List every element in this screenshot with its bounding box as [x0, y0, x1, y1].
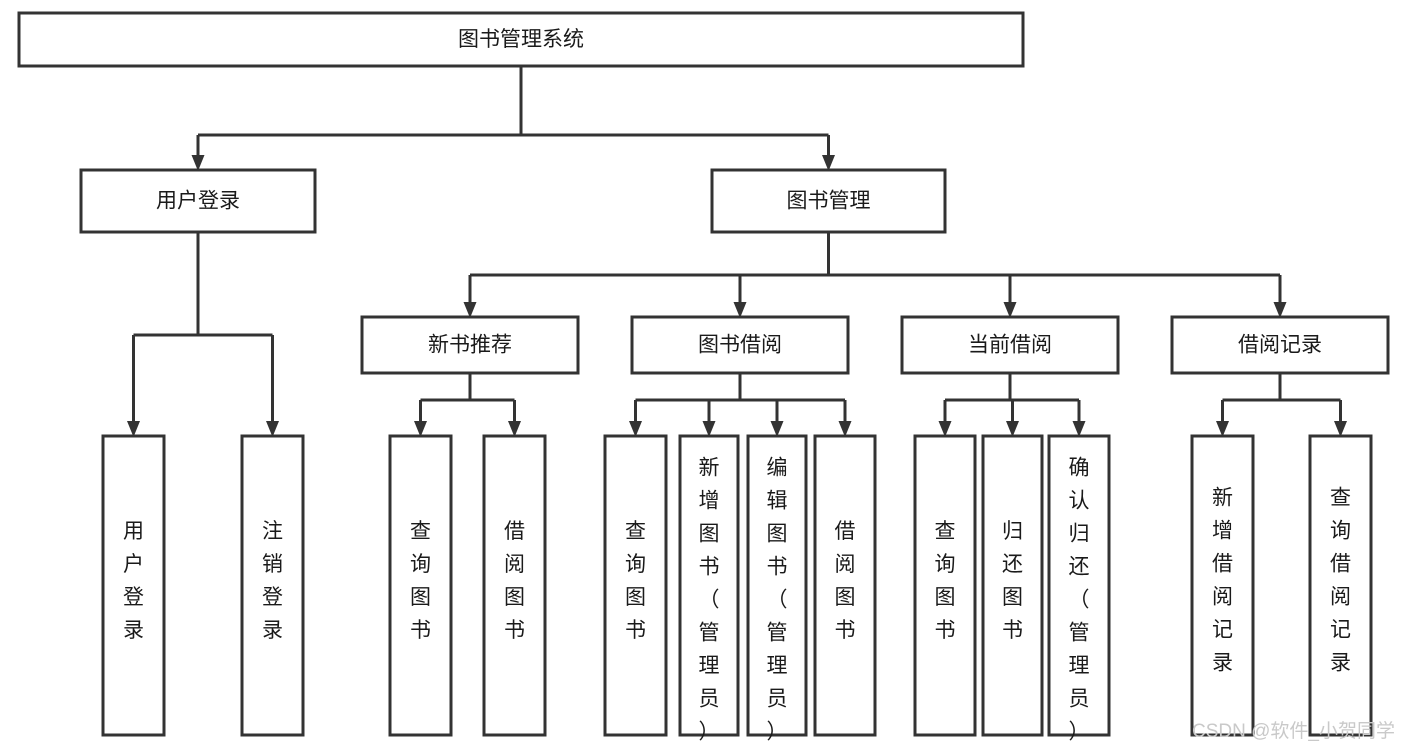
arrow-head-icon — [733, 302, 747, 318]
node-label: 用户登录 — [156, 190, 240, 213]
node-current-borrow[interactable]: 当前借阅 — [900, 315, 1120, 375]
node-box[interactable] — [603, 434, 668, 737]
node-label: 借阅图书 — [835, 520, 856, 642]
node-label: 新增图书（管理员） — [699, 457, 720, 744]
node-root[interactable]: 图书管理系统 — [17, 11, 1025, 68]
node-box[interactable] — [79, 168, 317, 234]
node-box[interactable] — [813, 434, 877, 737]
node-box[interactable] — [913, 434, 977, 737]
arrow-head-icon — [822, 155, 835, 171]
node-box[interactable] — [1170, 315, 1390, 375]
node-label: 查询图书 — [410, 520, 431, 642]
node-user-login[interactable]: 用户登录 — [79, 168, 317, 234]
node-label: 新增借阅记录 — [1212, 487, 1233, 675]
node-label: 用户登录 — [123, 520, 144, 642]
node-label: 当前借阅 — [968, 334, 1052, 357]
node-label: 确认归还（管理员） — [1069, 457, 1090, 744]
node-leaf-add-record[interactable]: 新增借阅记录 — [1190, 434, 1255, 737]
node-leaf-add-book[interactable]: 新增图书（管理员） — [678, 434, 740, 744]
node-box[interactable] — [360, 315, 580, 375]
arrow-head-icon — [938, 421, 952, 437]
arrow-head-icon — [1003, 302, 1017, 318]
node-leaf-edit-book[interactable]: 编辑图书（管理员） — [746, 434, 808, 744]
node-label: 注销登录 — [262, 520, 283, 642]
arrow-head-icon — [629, 421, 642, 437]
arrow-head-icon — [1273, 302, 1287, 318]
node-box[interactable] — [1047, 434, 1111, 737]
node-new-book-rec[interactable]: 新书推荐 — [360, 315, 580, 375]
arrow-head-icon — [1216, 421, 1229, 437]
node-box[interactable] — [388, 434, 453, 737]
node-label: 编辑图书（管理员） — [767, 457, 788, 744]
node-box[interactable] — [240, 434, 305, 737]
node-label: 查询借阅记录 — [1330, 487, 1351, 675]
node-label: 借阅图书 — [504, 520, 525, 642]
node-book-manage[interactable]: 图书管理 — [710, 168, 947, 234]
arrow-head-icon — [127, 421, 140, 437]
node-leaf-user-logout[interactable]: 注销登录 — [240, 434, 305, 737]
arrow-head-icon — [191, 155, 205, 171]
node-label: 新书推荐 — [428, 334, 512, 357]
node-label: 归还图书 — [1002, 520, 1023, 642]
node-leaf-query-book-2[interactable]: 查询图书 — [603, 434, 668, 737]
node-box[interactable] — [1190, 434, 1255, 737]
node-label: 图书管理 — [787, 190, 871, 213]
arrow-head-icon — [770, 421, 784, 437]
node-leaf-query-record[interactable]: 查询借阅记录 — [1308, 434, 1373, 737]
arrow-head-icon — [1006, 421, 1019, 437]
node-layer: 图书管理系统用户登录图书管理新书推荐图书借阅当前借阅借阅记录用户登录注销登录查询… — [17, 11, 1390, 744]
node-leaf-borrow-book-2[interactable]: 借阅图书 — [813, 434, 877, 737]
node-box[interactable] — [981, 434, 1044, 737]
node-label: 查询图书 — [625, 520, 646, 642]
node-box[interactable] — [678, 434, 740, 737]
node-label: 图书管理系统 — [458, 28, 584, 51]
node-box[interactable] — [101, 434, 166, 737]
node-label: 借阅记录 — [1238, 334, 1322, 357]
arrow-head-icon — [463, 302, 477, 318]
arrow-head-icon — [1072, 421, 1086, 437]
node-leaf-query-book-3[interactable]: 查询图书 — [913, 434, 977, 737]
node-box[interactable] — [630, 315, 850, 375]
node-box[interactable] — [710, 168, 947, 234]
node-box[interactable] — [482, 434, 547, 737]
node-label: 图书借阅 — [698, 334, 782, 357]
node-leaf-confirm-return[interactable]: 确认归还（管理员） — [1047, 434, 1111, 744]
arrow-head-icon — [1334, 421, 1347, 437]
arrow-head-icon — [508, 421, 521, 437]
node-leaf-borrow-book-1[interactable]: 借阅图书 — [482, 434, 547, 737]
connector-layer — [127, 66, 1347, 437]
node-box[interactable] — [17, 11, 1025, 68]
node-borrow-record[interactable]: 借阅记录 — [1170, 315, 1390, 375]
node-leaf-user-login[interactable]: 用户登录 — [101, 434, 166, 737]
node-box[interactable] — [1308, 434, 1373, 737]
arrow-head-icon — [266, 421, 279, 437]
arrow-head-icon — [702, 421, 716, 437]
node-box[interactable] — [900, 315, 1120, 375]
arrow-head-icon — [838, 421, 852, 437]
node-leaf-return-book[interactable]: 归还图书 — [981, 434, 1044, 737]
node-book-borrow[interactable]: 图书借阅 — [630, 315, 850, 375]
arrow-head-icon — [414, 421, 427, 437]
node-leaf-query-book-1[interactable]: 查询图书 — [388, 434, 453, 737]
node-box[interactable] — [746, 434, 808, 737]
node-label: 查询图书 — [935, 520, 956, 642]
